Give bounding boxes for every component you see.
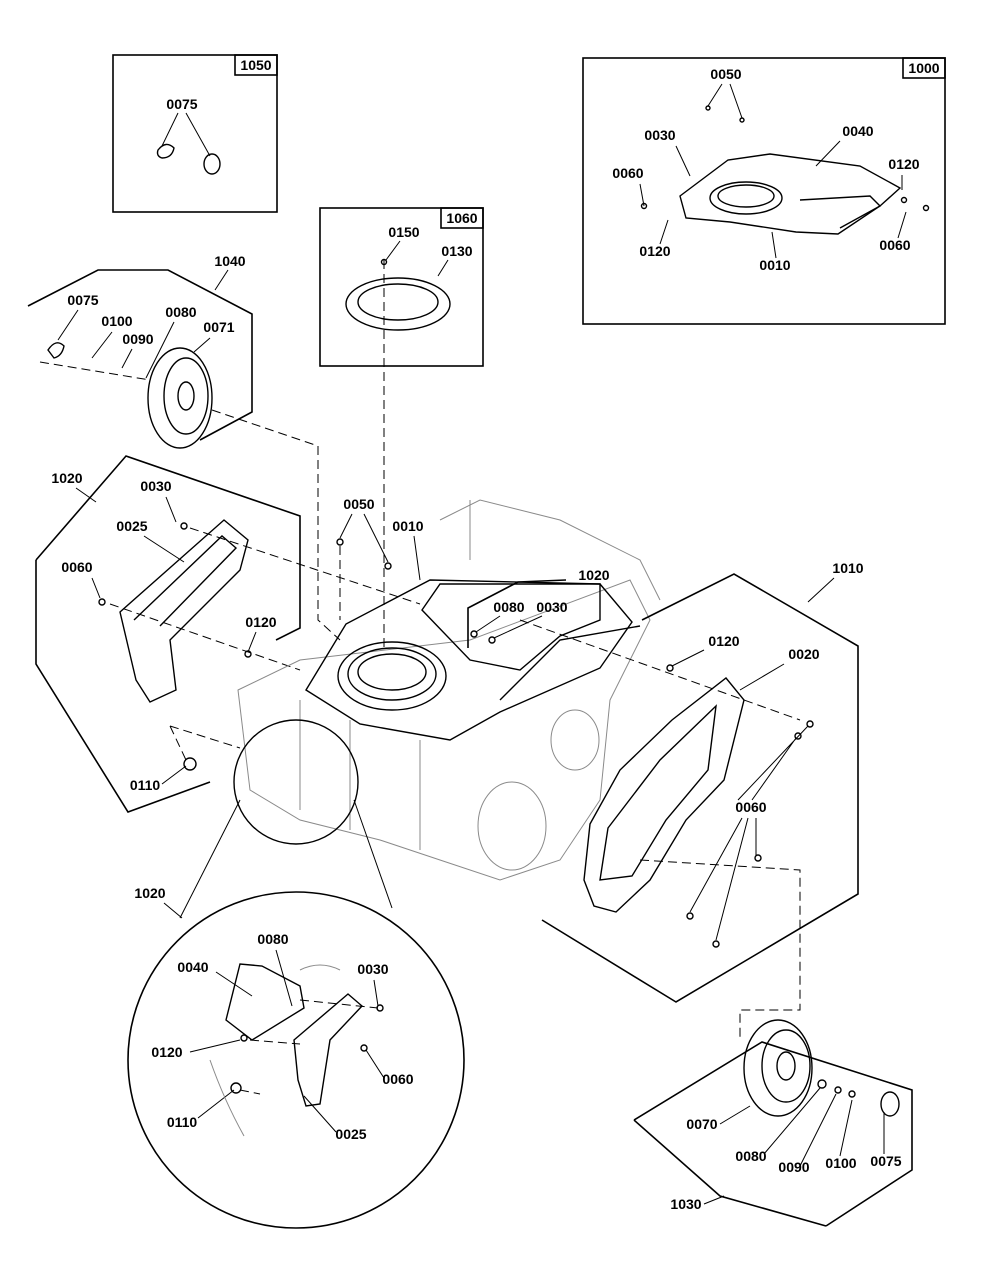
label-1020-mid-0030: 0030 [536, 599, 567, 615]
label-1030-0080: 0080 [735, 1148, 766, 1164]
zoom-detail-circle [127, 891, 465, 1229]
label-1040-0100: 0100 [101, 313, 132, 329]
right-side-panel-icon [583, 677, 745, 913]
group-1010: 1010 0120 0020 0060 [519, 560, 864, 1040]
group-1020-mid: 1020 0080 0030 [467, 567, 610, 648]
label-1020-detail-0060: 0060 [382, 1071, 413, 1087]
label-1020-detail-0120: 0120 [151, 1044, 182, 1060]
label-1040-id: 1040 [214, 253, 245, 269]
label-1000-0060b: 0060 [879, 237, 910, 253]
chute-housing-icon [679, 153, 902, 235]
label-main-0050: 0050 [343, 496, 374, 512]
inset-1000-id-box [902, 57, 946, 79]
inset-1060-id-box [440, 207, 484, 229]
detail-housing-edge-icon [225, 963, 305, 1041]
label-1040-0075: 0075 [67, 292, 98, 308]
zoom-source-circle [233, 719, 359, 845]
label-1060-0150: 0150 [388, 224, 419, 240]
label-1000-0010: 0010 [759, 257, 790, 273]
inset-1000-id: 1000 [908, 60, 939, 76]
left-wheel-icon [147, 347, 213, 449]
label-1020-left-id: 1020 [51, 470, 82, 486]
label-1020-detail-id: 1020 [134, 885, 165, 901]
label-1020-left-0110: 0110 [130, 777, 161, 793]
label-1040-0090: 0090 [122, 331, 153, 347]
right-wheel-cap-icon [880, 1091, 900, 1117]
inset-1050-id: 1050 [240, 57, 271, 73]
group-1040: 1040 0075 0100 0090 0080 0071 [27, 253, 341, 641]
label-1020-detail-0110: 0110 [167, 1114, 198, 1130]
label-1030-id: 1030 [670, 1196, 701, 1212]
right-wheel-icon [743, 1019, 813, 1117]
label-1020-left-0060: 0060 [61, 559, 92, 575]
left-side-panel-icon [119, 519, 249, 703]
label-1010-0020: 0020 [788, 646, 819, 662]
push-cap-icon [156, 143, 175, 159]
label-1020-detail-0030: 0030 [357, 961, 388, 977]
hub-cap-icon [203, 153, 221, 175]
chute-base-icon [305, 579, 633, 741]
label-1020-mid-0080: 0080 [493, 599, 524, 615]
label-1020-detail-0040: 0040 [177, 959, 208, 975]
label-1030-0075: 0075 [870, 1153, 901, 1169]
label-main-0010: 0010 [392, 518, 423, 534]
inset-1000: 1000 0050 0030 0040 0060 0120 0120 0060 … [582, 57, 946, 325]
label-1040-0080: 0080 [165, 304, 196, 320]
label-1000-0120a: 0120 [888, 156, 919, 172]
inset-1050-id-box [234, 54, 278, 76]
label-1050-0075: 0075 [166, 96, 197, 112]
left-wheel-cap-icon [47, 342, 65, 359]
label-1000-0040: 0040 [842, 123, 873, 139]
label-1030-0070: 0070 [686, 1116, 717, 1132]
label-1030-0090: 0090 [778, 1159, 809, 1175]
label-1030-0100: 0100 [825, 1155, 856, 1171]
main-housing: 0050 0010 [237, 260, 661, 881]
label-1010-id: 1010 [832, 560, 863, 576]
label-1020-left-0030: 0030 [140, 478, 171, 494]
ring-plate-icon [345, 277, 451, 331]
label-1000-0030: 0030 [644, 127, 675, 143]
label-1000-0060a: 0060 [612, 165, 643, 181]
detail-1020: 1020 0080 0040 0030 0120 0060 0110 0025 [127, 719, 465, 1229]
inset-1050: 1050 0075 [112, 54, 278, 213]
label-1060-0130: 0130 [441, 243, 472, 259]
label-1020-detail-0025: 0025 [335, 1126, 366, 1142]
inset-1060: 1060 0150 0130 [319, 207, 484, 367]
label-1000-0120b: 0120 [639, 243, 670, 259]
detail-side-panel-icon [293, 993, 364, 1107]
label-1020-detail-0080: 0080 [257, 931, 288, 947]
label-1000-0050: 0050 [710, 66, 741, 82]
group-1020-left: 1020 0030 0025 0060 0120 0110 [35, 455, 421, 813]
label-1010-0120: 0120 [708, 633, 739, 649]
label-1020-left-0120: 0120 [245, 614, 276, 630]
label-1020-left-0025: 0025 [116, 518, 147, 534]
label-1010-0060: 0060 [735, 799, 766, 815]
left-bushing-icon [183, 757, 197, 771]
label-1020-mid-id: 1020 [578, 567, 609, 583]
group-1030: 1030 0070 0080 0090 0100 0075 [633, 1019, 913, 1227]
label-1040-0071: 0071 [203, 319, 234, 335]
inset-1060-id: 1060 [446, 210, 477, 226]
